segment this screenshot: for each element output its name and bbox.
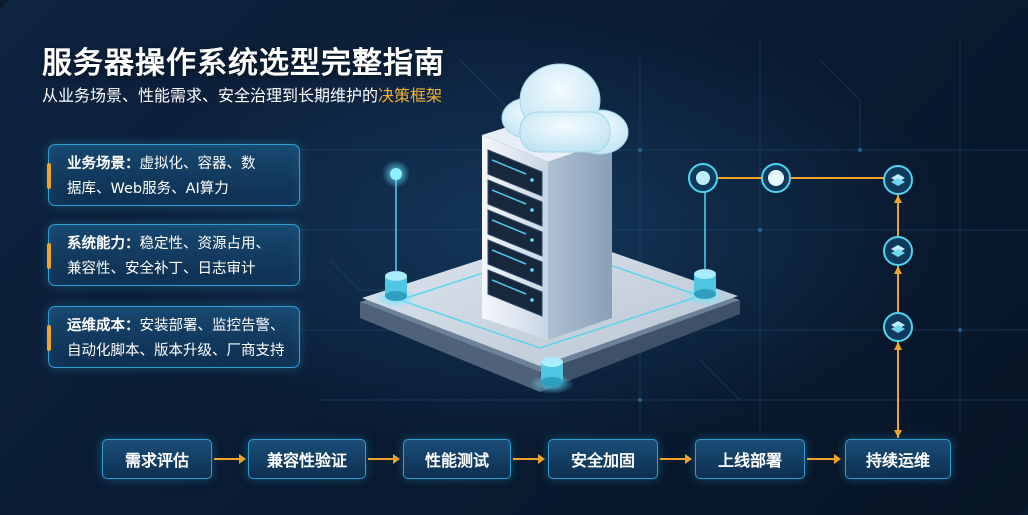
card-line: 据库、Web服务、AI算力 [67,181,229,197]
flow-arrow [368,454,400,464]
step-performance: 性能测试 [403,439,511,479]
step-deploy: 上线部署 [695,439,805,479]
step-operations: 持续运维 [845,439,951,479]
layers-icon [688,163,913,342]
card-line: 虚拟化、容器、数 [139,156,256,172]
card-line: 兼容性、安全补丁、日志审计 [67,261,256,277]
flow-arrow [214,454,246,464]
page-title: 服务器操作系统选型完整指南 [42,46,445,81]
subtitle-text: 从业务场景、性能需求、安全治理到长期维护的 [42,86,379,105]
card-system-capability: 系统能力：稳定性、资源占用、 兼容性、安全补丁、日志审计 [47,224,300,286]
server-rack-icon [487,149,543,317]
cloud-icon [501,63,629,155]
subtitle-highlight: 决策框架 [378,86,443,105]
card-ops-cost: 运维成本：安装部署、监控告警、 自动化脚本、版本升级、厂商支持 [47,306,300,368]
flow-arrow [807,454,841,464]
page-subtitle: 从业务场景、性能需求、安全治理到长期维护的决策框架 [42,82,442,106]
card-line: 自动化脚本、版本升级、厂商支持 [67,343,285,359]
step-compatibility: 兼容性验证 [248,439,366,479]
step-requirements: 需求评估 [102,439,212,479]
flow-arrow [513,454,545,464]
card-lead: 系统能力： [67,236,140,252]
step-security: 安全加固 [548,439,658,479]
card-line: 安装部署、监控告警、 [139,318,285,334]
card-lead: 业务场景： [67,156,140,172]
card-lead: 运维成本： [67,318,140,334]
flow-arrow [660,454,692,464]
card-business-scenario: 业务场景：虚拟化、容器、数 据库、Web服务、AI算力 [47,144,300,206]
card-line: 稳定性、资源占用、 [139,236,271,252]
database-node-icon [374,269,727,394]
